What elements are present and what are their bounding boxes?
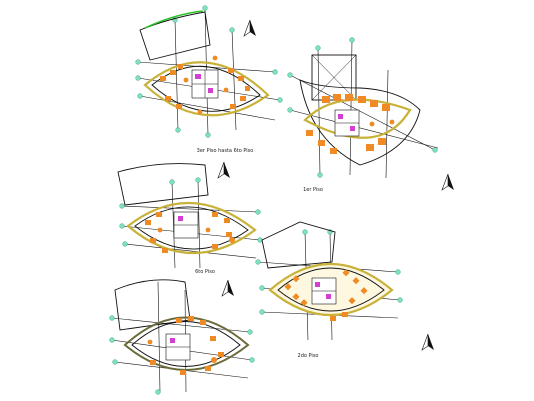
furniture [284,269,368,321]
north-arrow-icon [441,173,454,191]
plan-label: 6to Piso [195,269,215,275]
grid-axes [287,37,439,179]
floor-plan-unlabeled [109,279,255,395]
north-arrow-icon [243,19,256,37]
furniture [147,316,224,375]
north-arrow-icon [221,279,234,297]
floor-plan-1: 1er Piso [287,37,454,193]
north-arrow-icon [217,161,230,179]
floor-plan-2: 2do Piso [255,221,434,359]
plan-label: 1er Piso [303,187,323,193]
furniture [145,212,235,253]
floor-plan-3-to-6: 3er Piso hasta 6to Piso [135,5,283,154]
floor-plan-6: 6to Piso [117,161,263,275]
furniture [160,55,250,115]
grid-axes [119,177,263,269]
furniture [306,94,395,154]
plan-label: 3er Piso hasta 6to Piso [197,148,254,154]
facade-outline [123,316,250,371]
north-arrow-icon [421,333,434,351]
plan-label: 2do Piso [298,353,319,359]
